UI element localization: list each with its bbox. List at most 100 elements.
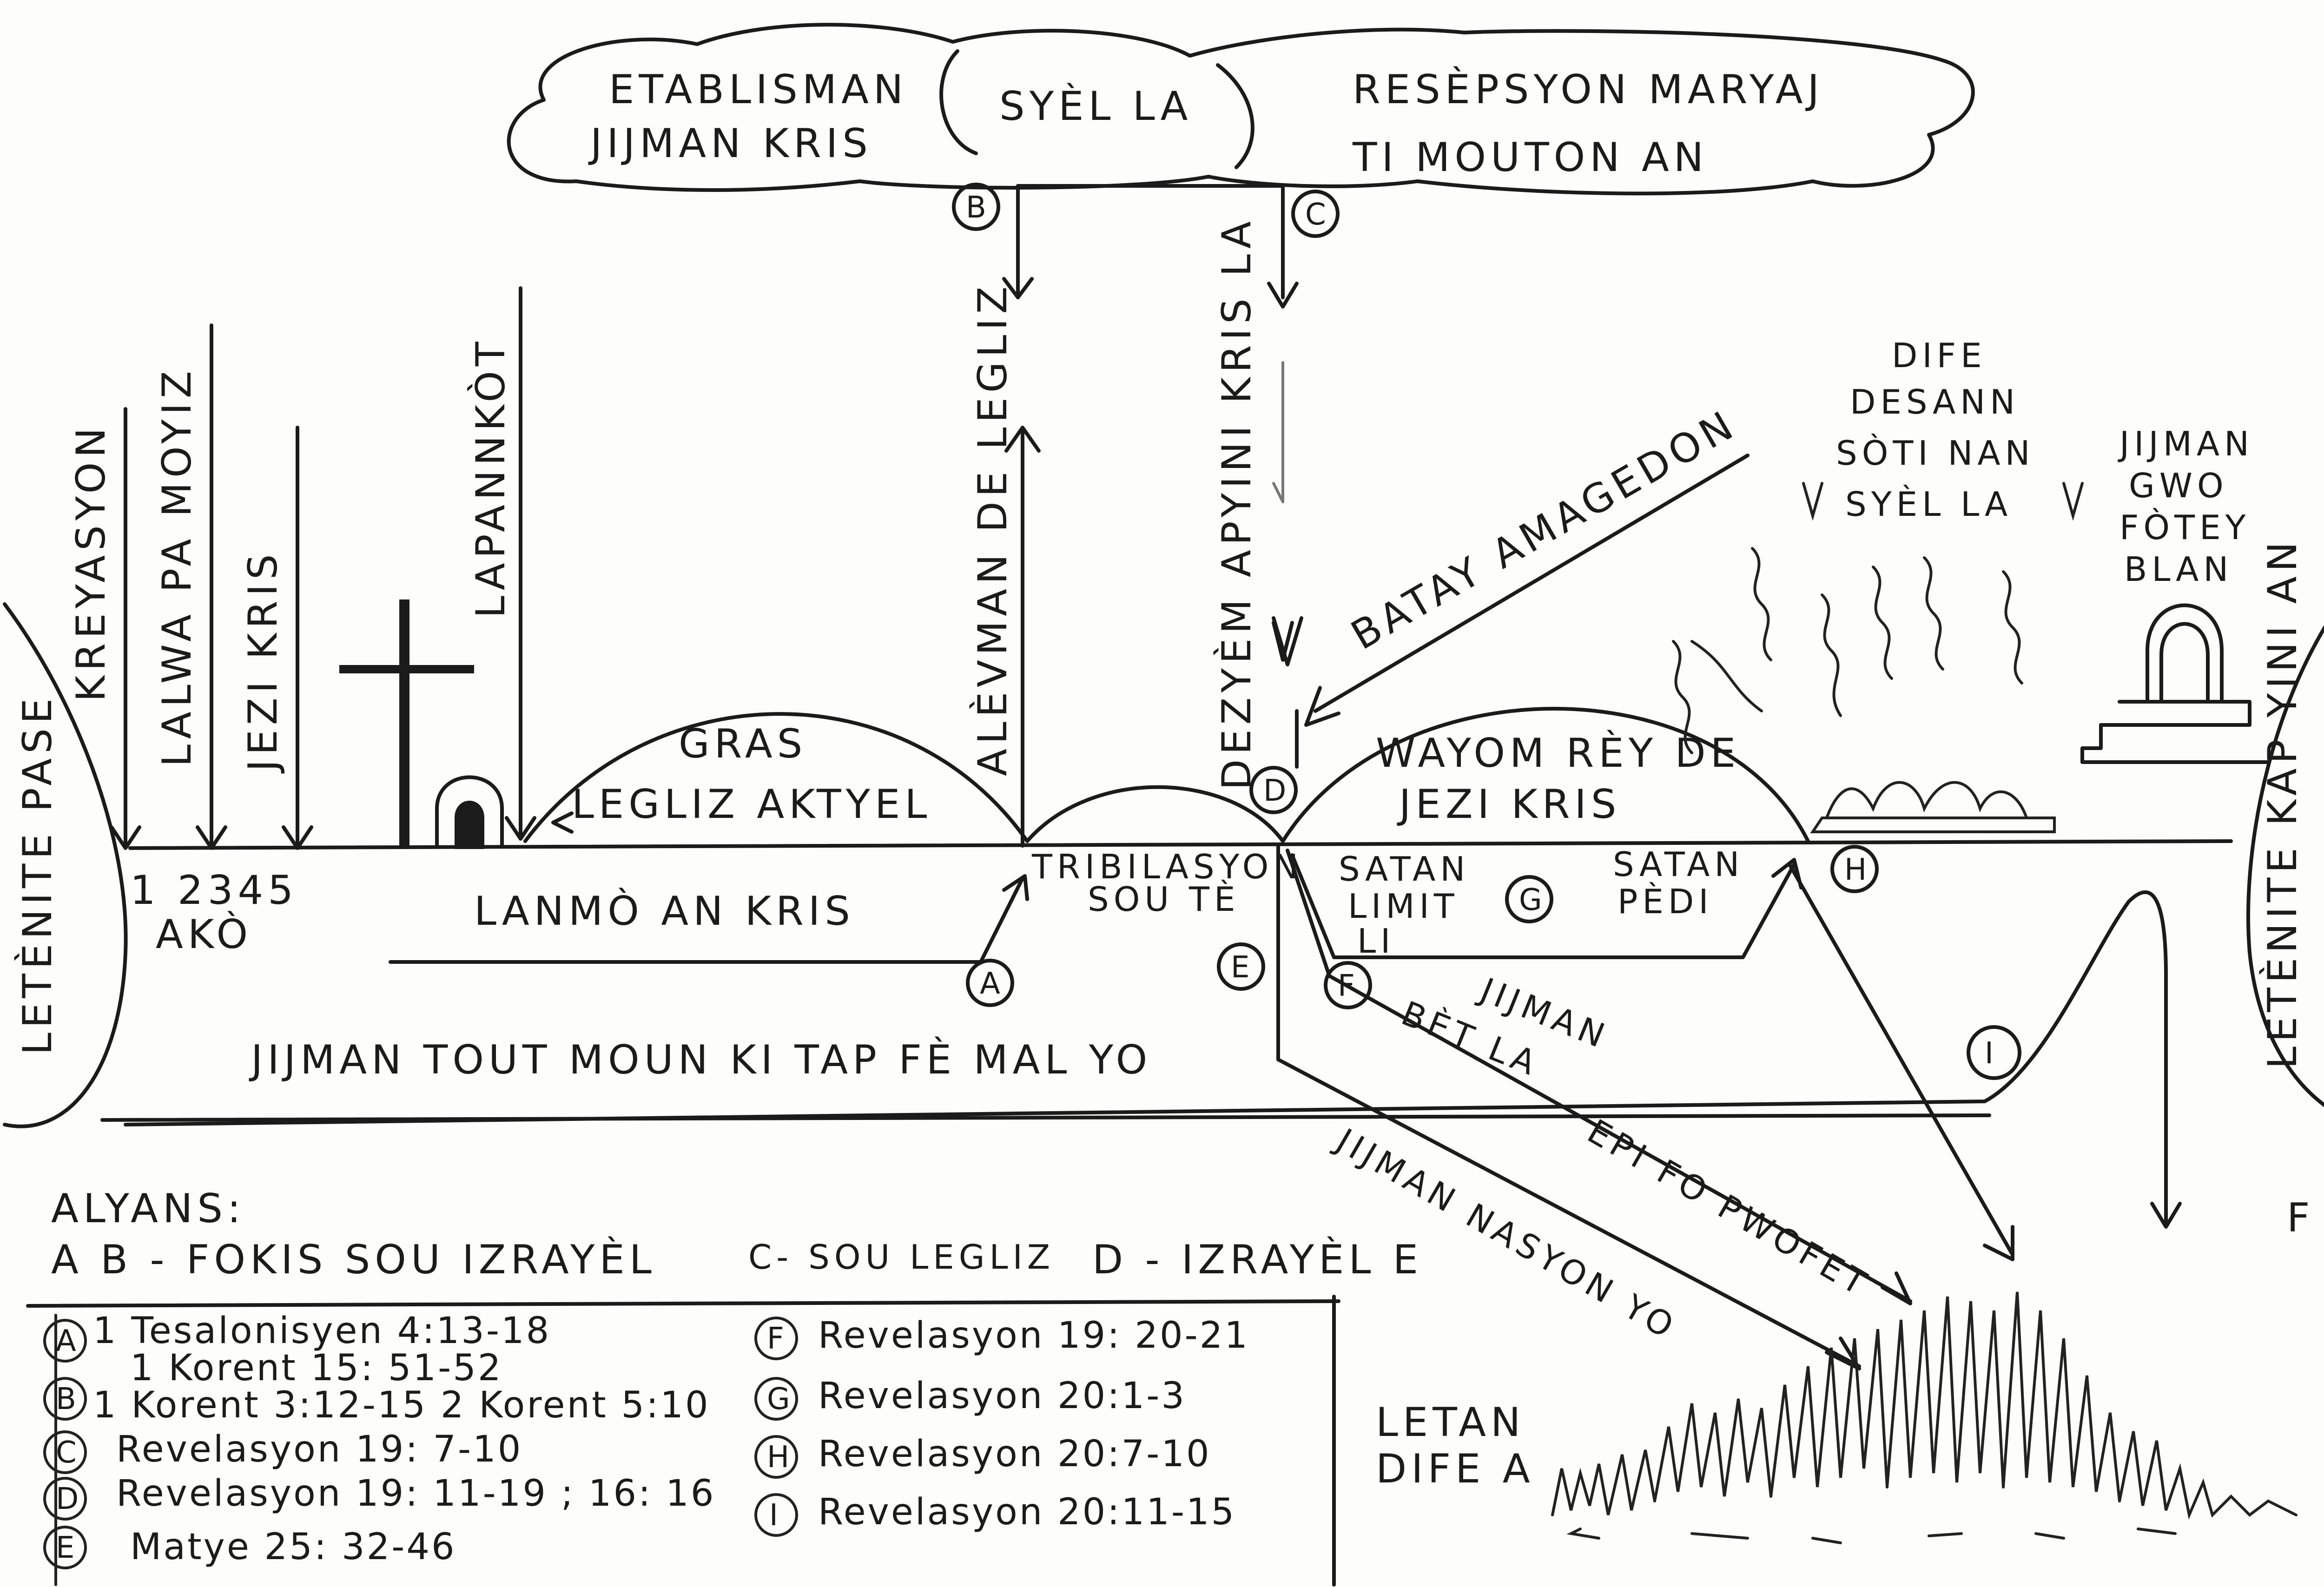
- label-dife1: DIFE: [1892, 336, 1987, 375]
- line-e-arrow: [1825, 1337, 1861, 1370]
- circle-b-letter: B: [966, 191, 986, 225]
- legend-letter-f: F: [767, 1322, 784, 1356]
- line-a-arrow: [1002, 874, 1029, 901]
- eternity-past-arc: [3, 602, 128, 1128]
- circle-d: [1249, 766, 1298, 814]
- label-jijman-gwo4: BLAN: [2124, 550, 2233, 589]
- line-e: [1276, 844, 1861, 1368]
- circle-d-letter: D: [1263, 774, 1286, 808]
- ref-b1: 1 Korent 15: 51-52: [130, 1347, 503, 1389]
- label-lapannkot: LAPANNKÒT: [467, 337, 514, 619]
- circle-c-letter: C: [1305, 198, 1326, 232]
- label-tribilasyon2: SOU TÈ: [1088, 880, 1240, 919]
- legend-letter-d: D: [56, 1482, 79, 1516]
- legend-letter-b: B: [56, 1382, 76, 1416]
- alliances-c: C- SOU LEGLIZ: [748, 1238, 1055, 1277]
- legend-circle-c: [43, 1430, 87, 1474]
- batay-arrow-line: [1314, 454, 1750, 713]
- label-dezyem: DEZYÈM APYINI KRIS LA: [1213, 217, 1260, 790]
- line-i-base: [100, 1113, 1991, 1122]
- legend-letter-h: H: [767, 1440, 789, 1475]
- circle-c: [1291, 190, 1340, 238]
- grace-hill: [523, 712, 1029, 843]
- ref-g: Revelasyon 20:1-3: [818, 1375, 1186, 1417]
- c-descent-line: [1274, 362, 1292, 502]
- label-legliz: LEGLIZ AKTYEL: [572, 781, 931, 828]
- legend-circle-d: [43, 1477, 87, 1521]
- ref-c: Revelasyon 19: 7-10: [116, 1429, 522, 1470]
- alliances-de: D - IZRAYÈL E: [1092, 1236, 1423, 1283]
- tomb-icon: [435, 775, 504, 849]
- ref-f: Revelasyon 19: 20-21: [818, 1315, 1249, 1357]
- kingdom-hill: [1281, 707, 1810, 843]
- throne-icon: [2080, 603, 2270, 764]
- legend-col-right: F Revelasyon 19: 20-21 G Revelasyon 20:1…: [754, 1315, 1249, 1537]
- label-satan-pedi2: PÈDI: [1618, 882, 1713, 921]
- line-f-arrow: [1881, 1271, 1912, 1305]
- dife-arrow-left: [1802, 482, 1823, 521]
- circle-i-letter: I: [1985, 1036, 1994, 1071]
- c-arrowhead: [1267, 282, 1299, 309]
- cross-icon: [339, 599, 474, 846]
- label-wayom2: JEZI KRIS: [1397, 781, 1621, 828]
- batay-arrowhead: [1304, 686, 1340, 727]
- heaven-right-line2: TI MOUTON AN: [1352, 134, 1708, 181]
- label-wayom1: WAYOM RÈY DE: [1376, 730, 1740, 777]
- label-jijman-gwo3: FÒTEY: [2119, 508, 2251, 547]
- label-letan2: DIFE A: [1376, 1446, 1535, 1492]
- legliz-arrow: [551, 811, 574, 834]
- eternity-past-label: LETÈNITE PASE: [14, 694, 61, 1055]
- lake-of-fire-flames: [1551, 1291, 2298, 1544]
- dife-arrow-right: [2062, 482, 2084, 521]
- legend-circle-a: [43, 1319, 87, 1363]
- heaven-right-line1: RESÈPSYON MARYAJ: [1353, 66, 1824, 113]
- legend-top-rule: [26, 1299, 1340, 1308]
- circle-e-letter: E: [1231, 950, 1249, 985]
- heaven-cloud: [507, 23, 1975, 196]
- alliances-ab: A B - FOKIS SOU IZRAYÈL: [51, 1236, 656, 1283]
- line-h: [1788, 863, 2014, 1257]
- rapture-arrow: [1004, 426, 1041, 848]
- eternity-future-arc: [2246, 625, 2324, 1107]
- heaven-label: SYÈL LA: [999, 83, 1192, 130]
- label-batay: BATAY AMAGEDON: [1344, 401, 1745, 659]
- eternity-future-label: LETÈNITE KAP YINI AN: [2259, 537, 2306, 1069]
- fire-squiggles: [1672, 547, 2023, 754]
- legend-circle-g: [754, 1377, 798, 1421]
- d-down-arrow: [1272, 616, 1303, 666]
- legend-circle-h: [754, 1435, 798, 1479]
- b-arrowhead: [1002, 277, 1034, 299]
- circle-h-letter: H: [1844, 853, 1867, 887]
- circle-a-letter: A: [980, 967, 1000, 1001]
- legend-letter-g: G: [767, 1382, 790, 1416]
- creation-arrow: [110, 407, 141, 850]
- legend-letter-c: C: [56, 1436, 77, 1470]
- circle-i: [1967, 1025, 2021, 1080]
- line-i-arrow: [2150, 1202, 2182, 1229]
- label-gras: GRAS: [679, 721, 807, 767]
- label-dife4: SYÈL LA: [1845, 485, 2012, 524]
- ref-b2: 1 Korent 3:12-15 2 Korent 5:10: [93, 1384, 710, 1426]
- c-descent-arrow: [1272, 621, 1294, 662]
- legend-circle-f: [754, 1317, 798, 1360]
- ref-i: Revelasyon 20:11-15: [818, 1491, 1236, 1533]
- main-timeline: [128, 839, 2233, 850]
- legend-letter-i: I: [769, 1498, 778, 1533]
- label-f-side: F: [2287, 1195, 2314, 1241]
- label-jijman-gwo1: JIJMAN: [2118, 424, 2254, 463]
- label-satan-limit3: LI: [1357, 922, 1395, 961]
- line-g: [1290, 853, 1796, 959]
- label-dife3: SÒTI NAN: [1836, 434, 2034, 473]
- label-kreyasyon: KREYASYON: [68, 423, 114, 702]
- label-jezi: JEZI KRIS: [240, 550, 286, 774]
- label-jijman-gwo2: GWO: [2129, 466, 2228, 505]
- circle-e: [1217, 942, 1265, 991]
- circle-f: [1324, 961, 1372, 1009]
- legend-circle-i: [754, 1493, 798, 1537]
- label-alevman: ALÈVMAN DE LEGLIZ: [969, 282, 1016, 776]
- earth-fire: [1810, 781, 2056, 833]
- label-lalwa: LALWA PA MOYIZ: [154, 366, 200, 767]
- label-epi-fo: EPI FO PWOFET: [1581, 1112, 1877, 1305]
- law-arrow: [196, 323, 227, 850]
